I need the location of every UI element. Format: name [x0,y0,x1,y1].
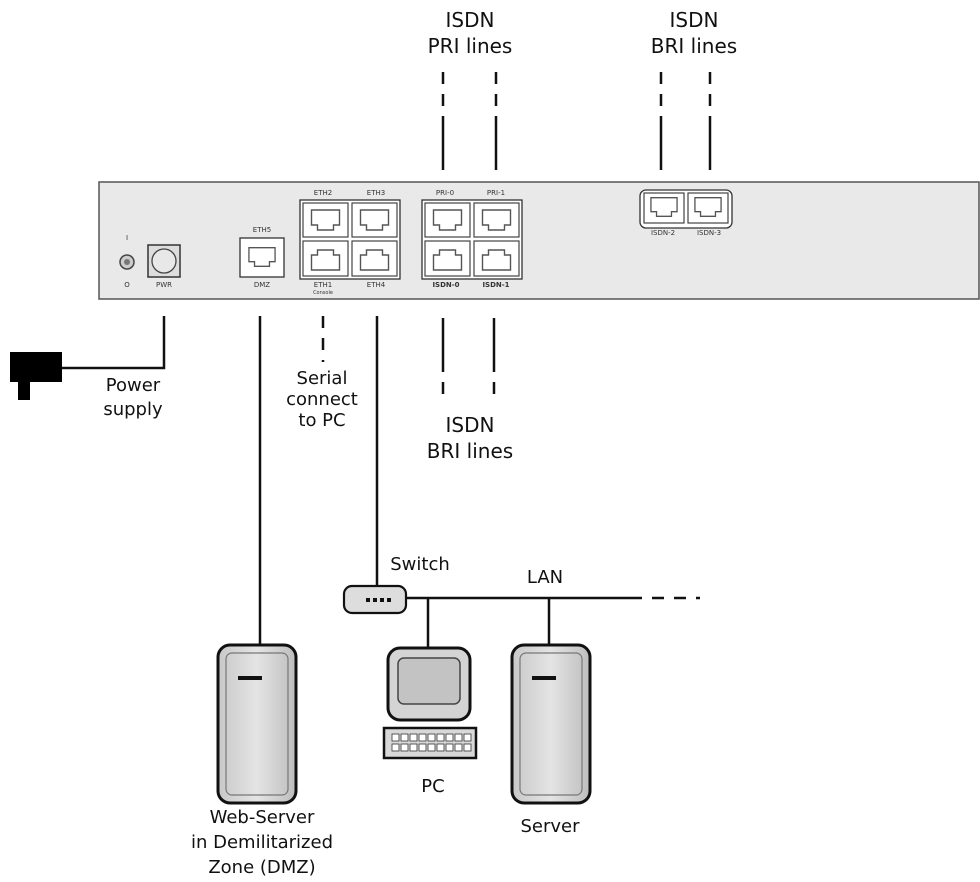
dmz-label: DMZ [254,281,270,289]
server-label: Server [520,816,580,837]
server-icon[interactable] [510,643,592,805]
web-server-line3: Zone (DMZ) [208,857,315,878]
bri-bottom-title-line2: BRI lines [427,439,513,463]
web-server-icon[interactable] [216,643,298,805]
serial-line2: connect [286,389,358,410]
switch-mark-off: O [124,281,130,289]
pwr-label: PWR [156,281,172,289]
power-supply-line2: supply [103,399,163,420]
pc-icon[interactable] [382,646,478,760]
bri-bottom-title-line1: ISDN [446,413,495,437]
pri1-label: PRI-1 [487,189,505,197]
web-server-line2: in Demilitarized [191,832,333,853]
console-label: Console [313,290,333,296]
switch-ports-icon [366,598,391,602]
eth1-label: ETH1 [314,281,332,289]
serial-line3: to PC [298,410,345,431]
power-plug-icon [10,352,62,382]
isdn0-label: ISDN-0 [432,281,459,289]
serial-line1: Serial [297,368,348,389]
pri0-label: PRI-0 [436,189,454,197]
bri-top-title-line1: ISDN [670,8,719,32]
eth2-label: ETH2 [314,189,332,197]
pri-title-line1: ISDN [446,8,495,32]
isdn3-label: ISDN-3 [697,229,721,237]
web-server-line1: Web-Server [210,807,315,828]
power-supply-line1: Power [106,375,161,396]
eth5-label: ETH5 [253,226,271,234]
bri-top-title-line2: BRI lines [651,34,737,58]
router-chassis [98,181,980,300]
eth4-label: ETH4 [367,281,386,289]
switch-label: Switch [390,554,450,575]
isdn1-label: ISDN-1 [482,281,509,289]
power-cable [60,316,166,370]
isdn2-label: ISDN-2 [651,229,675,237]
lan-label: LAN [527,567,563,588]
eth3-label: ETH3 [367,189,385,197]
pc-label: PC [421,776,444,797]
switch-mark-on: I [126,234,128,242]
pri-title-line2: PRI lines [428,34,513,58]
